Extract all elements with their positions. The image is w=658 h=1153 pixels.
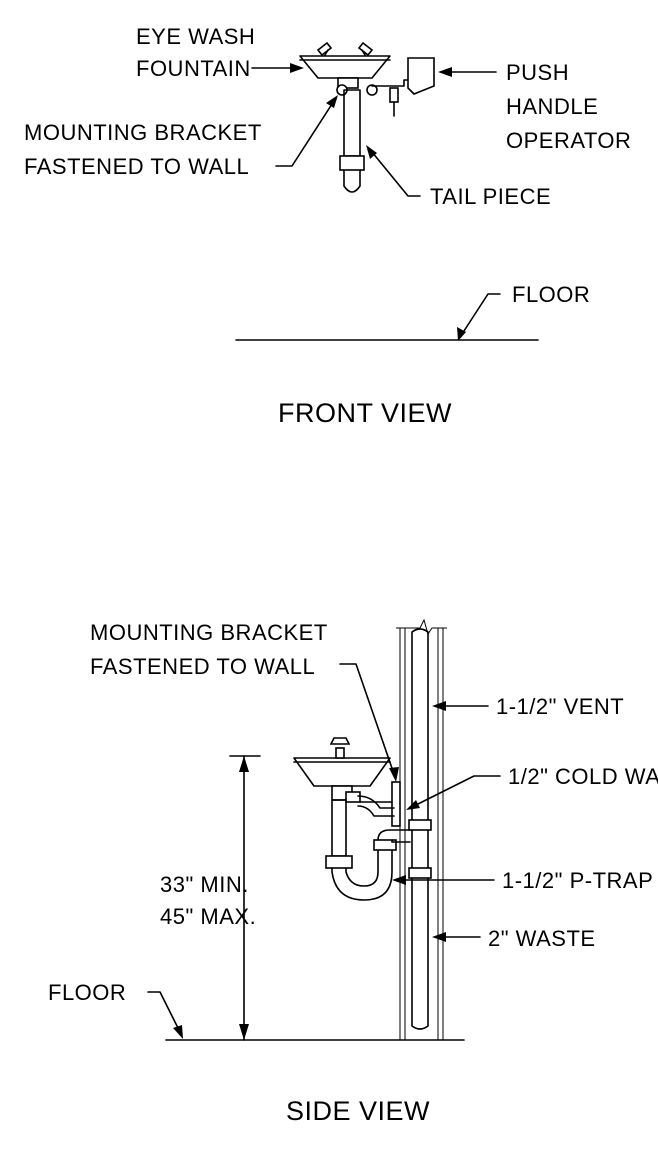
side-label-bracket-1: MOUNTING BRACKET (90, 620, 328, 645)
front-label-bracket-2: FASTENED TO WALL (24, 154, 249, 179)
side-label-height-1: 33" MIN. (160, 872, 249, 897)
side-view-title: SIDE VIEW (286, 1096, 430, 1126)
front-label-bracket-1: MOUNTING BRACKET (24, 120, 262, 145)
front-label-push-2: HANDLE (506, 94, 598, 119)
front-push-handle (371, 57, 435, 117)
front-view: EYE WASH FOUNTAIN PUSH HANDLE OPERATOR M… (24, 24, 631, 428)
side-label-height-2: 45" MAX. (160, 904, 256, 929)
side-height-dimension (229, 755, 261, 1041)
side-bracket-supply (357, 781, 401, 827)
side-ptrap (325, 799, 411, 901)
side-vent-waste-pipe (408, 628, 432, 1030)
side-label-ptrap: 1-1/2" P-TRAP (502, 868, 653, 893)
side-eyewash-bowl (293, 737, 391, 803)
side-wall (396, 618, 447, 1040)
side-label-vent: 1-1/2" VENT (496, 694, 624, 719)
front-label-push-3: OPERATOR (506, 128, 631, 153)
side-label-cold: 1/2" COLD WA (508, 764, 658, 789)
front-tail-piece (339, 89, 365, 193)
side-view: MOUNTING BRACKET FASTENED TO WALL 1-1/2"… (48, 618, 658, 1126)
front-label-eye-wash-2: FOUNTAIN (136, 56, 251, 81)
side-label-floor: FLOOR (48, 980, 126, 1005)
front-eyewash-bowl (299, 41, 391, 96)
front-view-title: FRONT VIEW (278, 398, 452, 428)
front-label-eye-wash-1: EYE WASH (136, 24, 255, 49)
side-label-waste: 2" WASTE (488, 926, 596, 951)
front-label-tail: TAIL PIECE (430, 184, 551, 209)
side-label-bracket-2: FASTENED TO WALL (90, 654, 315, 679)
side-leaders (147, 663, 501, 1039)
front-label-push-1: PUSH (506, 60, 569, 85)
front-label-floor: FLOOR (512, 282, 590, 307)
front-leaders (251, 63, 501, 341)
